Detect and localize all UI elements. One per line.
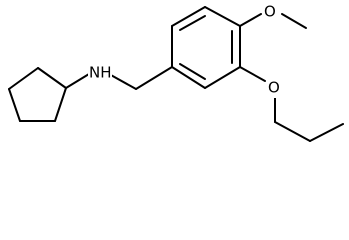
amine-nitrogen-label: NH [89,64,112,82]
amine-label-background [88,63,112,83]
ethoxy-terminal-methyl-bond [309,123,344,142]
ring-bond [54,87,67,122]
methylene-aryl-bond [135,66,173,90]
benzene-bond [204,6,241,27]
ring-bond [8,88,21,122]
aromatic-double-bond [179,15,206,31]
ethoxy-oxygen-label-background [266,78,284,98]
cyclopentyl-nitrogen-bond [65,73,90,89]
ring-bond [8,67,39,90]
ring-bond [37,67,67,89]
nitrogen-methylene-bond [108,73,137,90]
aromatic-double-bond [179,63,206,80]
benzene-bond [171,66,206,89]
aryl-ethoxy-oxygen-bond [239,66,266,82]
methoxy-oxygen-label: O [264,3,276,21]
benzene-bond [171,6,206,27]
methoxy-methyl-bond [281,13,307,29]
methoxy-oxygen-label-background [262,2,280,22]
aryl-methoxy-oxygen-bond [239,13,262,27]
ethoxy-ethyl-bond [274,121,311,142]
ethoxy-oxygen-label: O [268,79,280,97]
chemical-structure: NH O O [8,2,344,142]
benzene-bond [204,66,241,89]
